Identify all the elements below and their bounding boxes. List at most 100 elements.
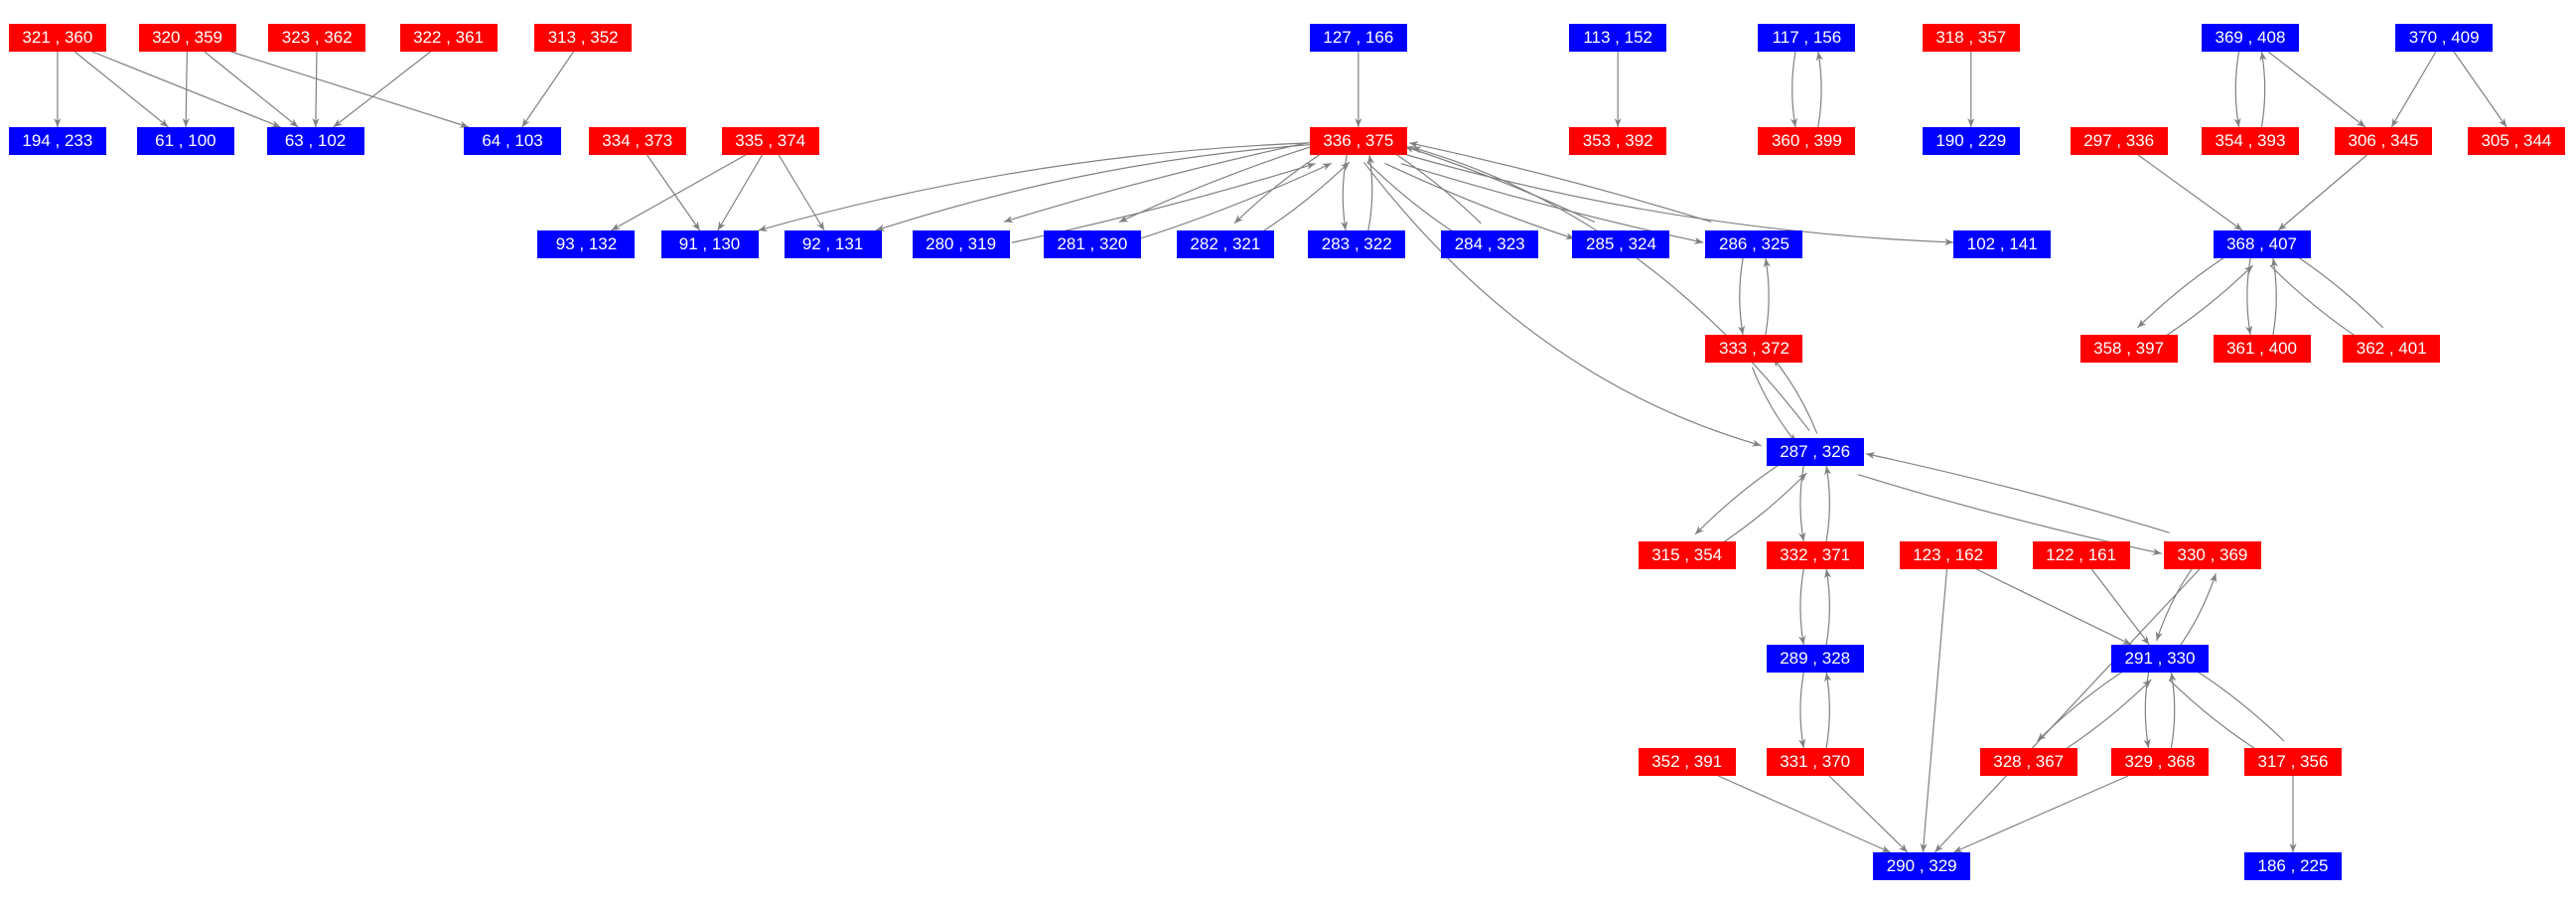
- graph-node[interactable]: 334 , 373: [588, 127, 686, 155]
- graph-node[interactable]: 93 , 132: [537, 230, 636, 258]
- edge-arrow: [717, 154, 764, 231]
- graph-node[interactable]: 328 , 367: [1979, 748, 2077, 776]
- edge-arrow: [1366, 161, 1463, 238]
- edge-arrow: [1763, 257, 1771, 336]
- graph-node[interactable]: 281 , 320: [1043, 230, 1141, 258]
- edge-arrow: [2137, 250, 2234, 329]
- graph-node[interactable]: 361 , 400: [2213, 335, 2311, 363]
- edge-arrow: [2187, 665, 2285, 742]
- graph-node[interactable]: 315 , 354: [1638, 541, 1736, 569]
- edge-arrow: [2168, 679, 2266, 756]
- graph-node[interactable]: 194 , 233: [8, 127, 106, 155]
- graph-node[interactable]: 317 , 356: [2243, 748, 2342, 776]
- graph-node[interactable]: 318 , 357: [1922, 24, 2020, 52]
- graph-node[interactable]: 354 , 393: [2201, 127, 2299, 155]
- edge-arrow: [333, 51, 431, 128]
- graph-node[interactable]: 287 , 326: [1766, 438, 1864, 466]
- edge-arrow: [2169, 672, 2177, 749]
- graph-node[interactable]: 306 , 345: [2334, 127, 2432, 155]
- graph-node[interactable]: 280 , 319: [912, 230, 1010, 258]
- edge-arrow: [1798, 672, 1806, 749]
- graph-node[interactable]: 313 , 352: [534, 24, 633, 52]
- edge-arrow: [1363, 162, 1762, 447]
- edge-arrow: [758, 142, 1310, 232]
- edge-arrow: [2453, 51, 2507, 128]
- graph-node[interactable]: 282 , 321: [1176, 230, 1274, 258]
- edge-arrow: [1828, 775, 1909, 853]
- graph-node[interactable]: 331 , 370: [1766, 748, 1864, 776]
- graph-node[interactable]: 323 , 362: [268, 24, 366, 52]
- edge-arrow: [182, 51, 190, 128]
- graph-node[interactable]: 305 , 344: [2467, 127, 2565, 155]
- edge-arrow: [611, 154, 747, 231]
- edge-arrow: [2288, 250, 2384, 329]
- graph-node[interactable]: 333 , 372: [1705, 335, 1803, 363]
- graph-node[interactable]: 332 , 371: [1766, 541, 1864, 569]
- graph-node[interactable]: 286 , 325: [1705, 230, 1803, 258]
- edge-arrow: [2155, 564, 2196, 642]
- edge-arrow: [1789, 51, 1797, 128]
- graph-node[interactable]: 190 , 229: [1922, 127, 2020, 155]
- graph-node[interactable]: 370 , 409: [2395, 24, 2494, 52]
- graph-node[interactable]: 297 , 336: [2070, 127, 2168, 155]
- graph-node[interactable]: 127 , 166: [1309, 24, 1407, 52]
- edge-arrow: [1411, 146, 1810, 431]
- graph-node[interactable]: 123 , 162: [1899, 541, 1997, 569]
- graph-node[interactable]: 122 , 161: [2032, 541, 2130, 569]
- graph-node[interactable]: 369 , 408: [2201, 24, 2299, 52]
- edge-arrow: [1815, 51, 1823, 128]
- edge-arrow: [1409, 141, 1712, 223]
- graph-node[interactable]: 113 , 152: [1569, 24, 1667, 52]
- graph-node[interactable]: 102 , 141: [1953, 230, 2052, 258]
- edge-arrow: [2259, 51, 2267, 128]
- graph-node[interactable]: 91 , 130: [660, 230, 759, 258]
- edge-arrow: [2390, 51, 2437, 128]
- graph-node[interactable]: 360 , 399: [1758, 127, 1856, 155]
- edge-arrow: [1751, 367, 1797, 443]
- graph-node[interactable]: 64 , 103: [464, 127, 562, 155]
- edge-arrow: [2156, 264, 2254, 343]
- graph-node[interactable]: 61 , 100: [136, 127, 234, 155]
- edge-arrow: [1717, 775, 1891, 853]
- edge-arrow: [1865, 452, 2170, 533]
- edge-arrow: [2267, 51, 2366, 128]
- graph-node[interactable]: 283 , 322: [1308, 230, 1406, 258]
- graph-node[interactable]: 63 , 102: [266, 127, 364, 155]
- graph-node[interactable]: 330 , 369: [2163, 541, 2261, 569]
- edge-arrow: [875, 144, 1310, 231]
- graph-node[interactable]: 320 , 359: [138, 24, 236, 52]
- edge-arrow: [1952, 775, 2129, 853]
- graph-node[interactable]: 117 , 156: [1758, 24, 1856, 52]
- edge-arrow: [2137, 154, 2243, 231]
- graph-node[interactable]: 362 , 401: [2343, 335, 2441, 363]
- graph-node[interactable]: 335 , 374: [721, 127, 819, 155]
- graph-node[interactable]: 353 , 392: [1569, 127, 1667, 155]
- edge-arrow: [2056, 679, 2152, 756]
- graph-node[interactable]: 290 , 329: [1873, 852, 1971, 880]
- edge-arrow: [2037, 665, 2133, 742]
- edge-arrow: [1384, 162, 1575, 240]
- edge-arrow: [1773, 358, 1818, 434]
- graph-node[interactable]: 368 , 407: [2213, 230, 2311, 258]
- graph-node[interactable]: 322 , 361: [399, 24, 498, 52]
- graph-node[interactable]: 289 , 328: [1766, 645, 1864, 673]
- edge-arrow: [230, 51, 470, 128]
- edge-arrow: [2143, 672, 2151, 749]
- graph-node[interactable]: 92 , 131: [784, 230, 882, 258]
- graph-node[interactable]: 186 , 225: [2243, 852, 2342, 880]
- edge-arrow: [2245, 257, 2253, 336]
- graph-node[interactable]: 352 , 391: [1638, 748, 1736, 776]
- graph-node[interactable]: 358 , 397: [2079, 335, 2178, 363]
- edge-arrow: [1139, 162, 1333, 239]
- edge-arrow: [1694, 458, 1789, 535]
- graph-node[interactable]: 285 , 324: [1572, 230, 1670, 258]
- edge-arrow: [778, 154, 825, 231]
- graph-node[interactable]: 291 , 330: [2111, 645, 2209, 673]
- graph-node[interactable]: 336 , 375: [1309, 127, 1407, 155]
- graph-node[interactable]: 329 , 368: [2111, 748, 2209, 776]
- graph-node[interactable]: 321 , 360: [8, 24, 106, 52]
- edge-arrow: [1406, 154, 1954, 246]
- graph-node[interactable]: 284 , 323: [1441, 230, 1539, 258]
